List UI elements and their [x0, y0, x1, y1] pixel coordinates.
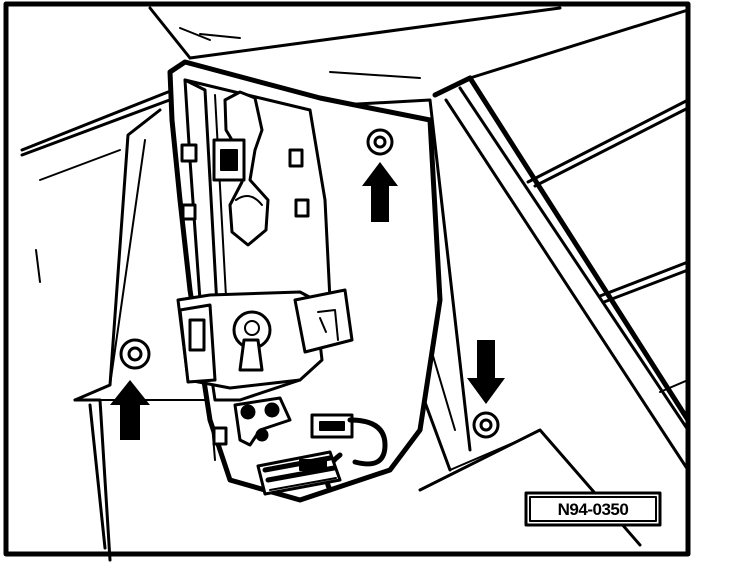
mounting-nut-bottom-right	[472, 411, 500, 439]
mounting-nut-top-right	[366, 128, 394, 156]
arrow-down-icon	[467, 340, 505, 404]
figure-label-box: N94-0350	[524, 491, 662, 527]
figure-label: N94-0350	[558, 500, 629, 519]
arrow-up-icon	[362, 162, 398, 222]
arrow-up-icon	[110, 380, 150, 440]
tail-light-bracket	[167, 59, 443, 503]
mounting-nut-left	[119, 338, 151, 370]
